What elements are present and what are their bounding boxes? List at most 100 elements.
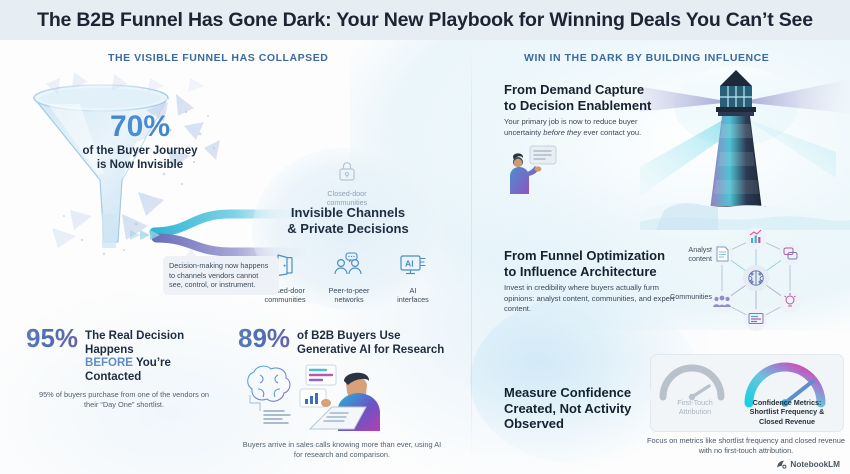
stat-89-number: 89% bbox=[238, 323, 291, 353]
notebooklm-icon bbox=[777, 460, 787, 469]
brand-notebooklm: NotebookLM bbox=[776, 459, 840, 470]
column-divider bbox=[471, 48, 472, 458]
left-section-kicker: THE VISIBLE FUNNEL HAS COLLAPSED bbox=[108, 52, 329, 64]
channel-item-peer-networks: Peer-to-peer networks bbox=[320, 252, 378, 304]
stat-95-headline-pre: The Real Decision Happens bbox=[85, 330, 185, 356]
gauge-label-confidence-line1: Confidence Metrics: bbox=[752, 398, 822, 407]
panel-1-body-pre: Your primary job is now to reduce buyer … bbox=[504, 117, 638, 137]
panel-1-title: From Demand Capture to Decision Enableme… bbox=[504, 82, 664, 113]
right-section-kicker: WIN IN THE DARK BY BUILDING INFLUENCE bbox=[524, 52, 770, 64]
stat-95-headline: The Real Decision Happens BEFORE You’re … bbox=[85, 326, 221, 384]
gauge-label-confidence-line2: Shortlist Frequency & bbox=[749, 407, 825, 417]
shattered-funnel-illustration: 70% of the Buyer Journey is Now Invisibl… bbox=[18, 64, 238, 264]
lock-icon bbox=[339, 162, 355, 181]
chart-growth-icon bbox=[749, 229, 762, 243]
panel-1-body-emphasis: before they bbox=[543, 127, 582, 137]
funnel-stat: 70% of the Buyer Journey is Now Invisibl… bbox=[62, 112, 218, 173]
panel-demand-capture: From Demand Capture to Decision Enableme… bbox=[504, 82, 664, 199]
lighthouse-svg bbox=[600, 66, 850, 230]
network-svg bbox=[711, 227, 801, 331]
panel-influence-architecture: From Funnel Optimization to Influence Ar… bbox=[504, 248, 682, 315]
stat-block-95: 95% The Real Decision Happens BEFORE You… bbox=[26, 323, 221, 410]
label-line1: AI bbox=[409, 286, 417, 295]
gauge-label-confidence: Confidence Metrics: Shortlist Frequency … bbox=[738, 398, 836, 426]
cloud-top-label: Closed-door communities bbox=[312, 189, 382, 207]
gauge-first-touch bbox=[659, 364, 725, 401]
panel-2-title-line1: From Funnel Optimization bbox=[504, 248, 666, 263]
stat-89-headline-line2: Generative AI for Research bbox=[297, 343, 445, 356]
document-lines-icon bbox=[716, 246, 729, 262]
panel-2-title-line2: to Influence Architecture bbox=[504, 263, 657, 279]
cloud-top-item: Closed-door communities bbox=[312, 160, 382, 207]
decision-making-callout: Decision-making now happens to channels … bbox=[163, 248, 279, 296]
stat-block-89: 89% of B2B Buyers Use Generative AI for … bbox=[238, 323, 450, 460]
funnel-svg bbox=[32, 72, 220, 256]
lighthouse-illustration bbox=[600, 60, 850, 230]
brain-ai-icon bbox=[748, 270, 764, 286]
svg-text:AI: AI bbox=[405, 259, 414, 269]
stat-95-footnote: 95% of buyers purchase from one of the v… bbox=[38, 390, 210, 410]
document-checklist-icon bbox=[748, 313, 764, 324]
channel-item-peer-networks-label: Peer-to-peer networks bbox=[320, 286, 378, 304]
stat-95-headline-post: You’re Contacted bbox=[85, 357, 171, 383]
panel-1-body-post: ever contact you. bbox=[581, 127, 642, 137]
cloud-top-label-line2: communities bbox=[326, 198, 368, 207]
label-line1: Closed-door bbox=[265, 286, 305, 295]
people-chat-icon bbox=[334, 252, 362, 275]
gauge-confidence-metrics bbox=[744, 362, 826, 408]
label-line2: interfaces bbox=[397, 295, 429, 305]
lightbulb-icon bbox=[784, 293, 796, 307]
stat-95-head: 95% The Real Decision Happens BEFORE You… bbox=[26, 323, 221, 384]
funnel-caption-line2: is Now Invisible bbox=[96, 158, 184, 171]
panel-2-title: From Funnel Optimization to Influence Ar… bbox=[504, 248, 682, 279]
gauge-label-first-touch-line2: Attribution bbox=[678, 407, 712, 417]
stat-95-number: 95% bbox=[26, 323, 79, 353]
poster-header: The B2B Funnel Has Gone Dark: Your New P… bbox=[0, 0, 850, 40]
cloud-title: Invisible Channels & Private Decisions bbox=[262, 205, 434, 237]
brand-name: NotebookLM bbox=[790, 460, 840, 469]
cloud-top-label-line1: Closed-door bbox=[327, 189, 367, 198]
gauge-label-first-touch: First-Touch Attribution bbox=[657, 398, 733, 417]
channel-item-ai-interfaces: AI AI interfaces bbox=[384, 252, 442, 304]
person-with-message-icon bbox=[510, 145, 557, 195]
funnel-caption: of the Buyer Journey is Now Invisible bbox=[62, 145, 218, 173]
channel-item-closed-door-label: Closed-door communities bbox=[256, 286, 314, 304]
gauges-svg bbox=[659, 362, 826, 408]
flow-svg bbox=[130, 209, 307, 257]
people-group-icon bbox=[713, 295, 731, 307]
stat-89-headline-line1: of B2B Buyers Use bbox=[297, 330, 401, 342]
network-label-analyst: Analyst content bbox=[666, 245, 712, 263]
panel-3-title-line3: Observed bbox=[504, 416, 564, 432]
label-line1: Peer-to-peer bbox=[328, 286, 370, 295]
network-label-communities: Communities bbox=[670, 292, 712, 301]
label-line2: networks bbox=[334, 295, 364, 305]
cloud-title-line1: Invisible Channels bbox=[290, 205, 406, 220]
network-label-analyst-line2: content bbox=[688, 253, 712, 263]
stat-89-headline: of B2B Buyers Use Generative AI for Rese… bbox=[297, 326, 444, 357]
ai-research-illustration bbox=[238, 359, 450, 436]
gauge-label-first-touch-line1: First-Touch bbox=[677, 398, 713, 407]
flow-arrows-illustration bbox=[130, 196, 350, 276]
funnel-percent: 70% bbox=[62, 112, 218, 142]
gauge-label-confidence-line3: Closed Revenue bbox=[759, 416, 815, 426]
panel-1-title-line2: to Decision Enablement bbox=[504, 97, 652, 113]
panel-3-title-line1: Measure Confidence bbox=[504, 385, 632, 400]
gauges-footnote: Focus on metrics like shortlist frequenc… bbox=[647, 436, 845, 455]
network-label-analyst-line1: Analyst bbox=[688, 245, 712, 254]
stat-89-footnote: Buyers arrive in sales calls knowing mor… bbox=[242, 440, 442, 460]
gauges-card bbox=[644, 354, 844, 432]
panel-3-title: Measure Confidence Created, Not Activity… bbox=[504, 385, 634, 432]
funnel-caption-line1: of the Buyer Journey bbox=[82, 145, 198, 157]
panel-1-body: Your primary job is now to reduce buyer … bbox=[504, 117, 664, 138]
stat-95-headline-emphasis: BEFORE bbox=[85, 357, 133, 370]
stat-89-head: 89% of B2B Buyers Use Generative AI for … bbox=[238, 323, 450, 357]
influence-network-diagram bbox=[660, 227, 850, 346]
panel-2-body: Invest in credibility where buyers actua… bbox=[504, 283, 675, 314]
ai-monitor-icon: AI bbox=[400, 255, 426, 275]
label-line2: communities bbox=[264, 295, 306, 305]
page-title: The B2B Funnel Has Gone Dark: Your New P… bbox=[37, 8, 813, 31]
cloud-title-line2: & Private Decisions bbox=[287, 220, 409, 236]
chat-bubbles-icon bbox=[783, 247, 798, 260]
ai-research-svg bbox=[247, 364, 380, 432]
